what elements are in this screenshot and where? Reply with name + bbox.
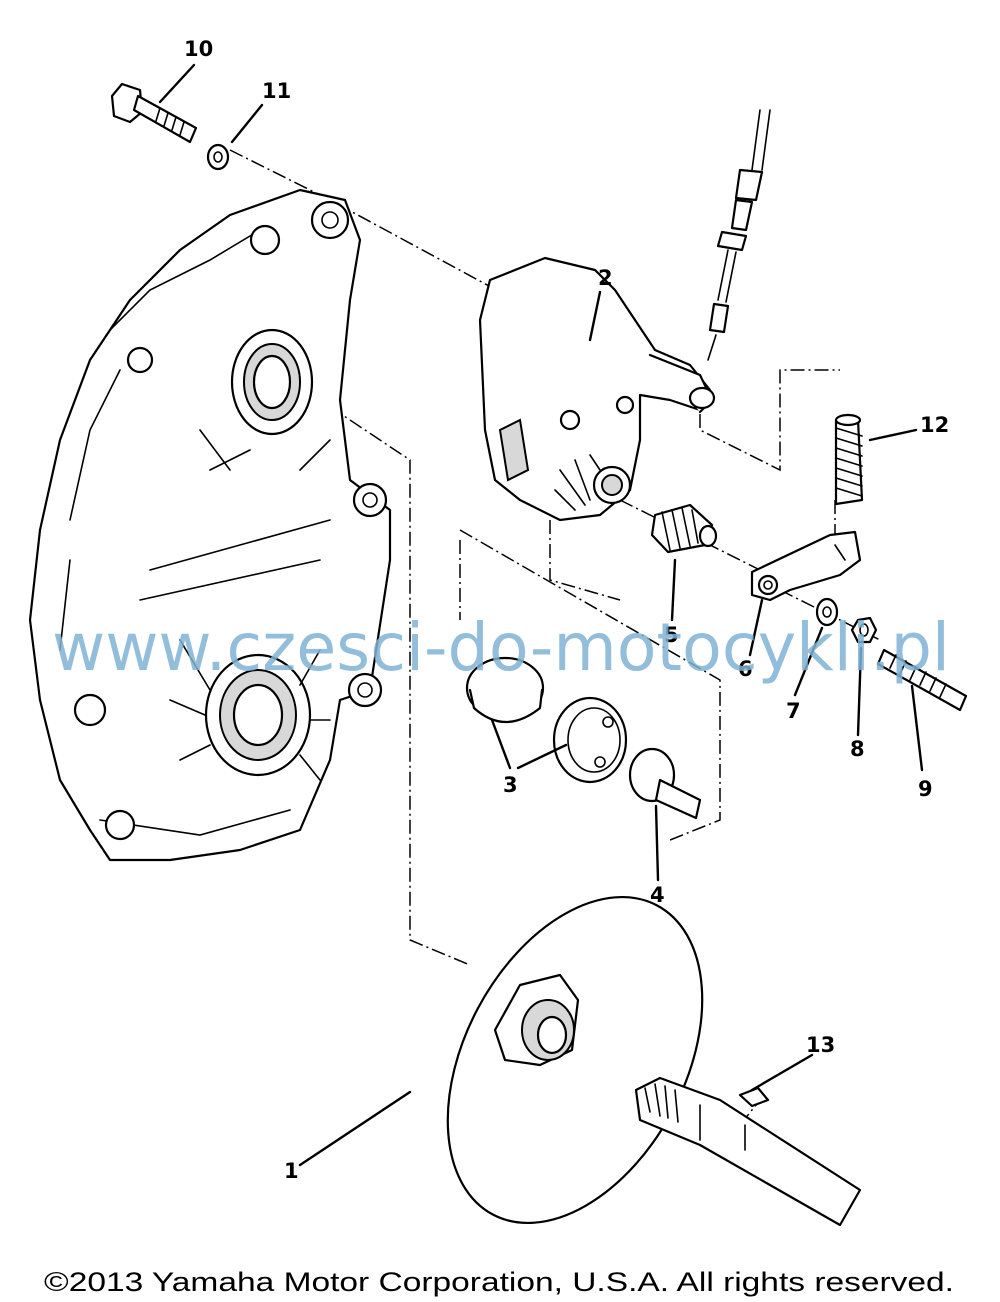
callout-2: 2 bbox=[598, 266, 613, 290]
throttle-cable bbox=[707, 109, 771, 361]
callout-10: 10 bbox=[184, 37, 213, 61]
callout-8: 8 bbox=[850, 737, 865, 761]
copyright-notice: ©2013 Yamaha Motor Corporation, U.S.A. A… bbox=[44, 1267, 954, 1297]
callout-12: 12 bbox=[920, 413, 949, 437]
primary-sheave bbox=[446, 895, 704, 1225]
lever-housing bbox=[478, 256, 716, 522]
callouts: 10 11 2 12 5 6 7 8 9 3 4 1 13 bbox=[184, 37, 949, 1183]
spring bbox=[834, 413, 864, 506]
callout-1: 1 bbox=[284, 1159, 299, 1183]
drive-shaft bbox=[634, 1076, 862, 1227]
leader-lines bbox=[158, 63, 924, 1167]
washer-7 bbox=[815, 597, 839, 627]
callout-9: 9 bbox=[918, 777, 933, 801]
cam-shaft bbox=[628, 747, 702, 820]
callout-4: 4 bbox=[650, 883, 665, 907]
callout-6: 6 bbox=[738, 657, 753, 681]
worm-gear bbox=[650, 503, 718, 554]
governor-weights bbox=[465, 656, 628, 784]
lever-arm bbox=[750, 530, 862, 602]
watermark: www.czesci-do-motocykli.pl bbox=[52, 609, 950, 686]
callout-13: 13 bbox=[806, 1033, 835, 1057]
washer-11 bbox=[206, 143, 230, 171]
bolt bbox=[110, 82, 198, 144]
adjusting-screw bbox=[876, 648, 968, 712]
callout-5: 5 bbox=[664, 623, 679, 647]
nut bbox=[850, 616, 878, 644]
callout-7: 7 bbox=[786, 699, 801, 723]
crankcase-cover bbox=[28, 188, 392, 862]
callout-11: 11 bbox=[262, 79, 291, 103]
woodruff-key bbox=[738, 1086, 770, 1108]
callout-3: 3 bbox=[503, 773, 518, 797]
